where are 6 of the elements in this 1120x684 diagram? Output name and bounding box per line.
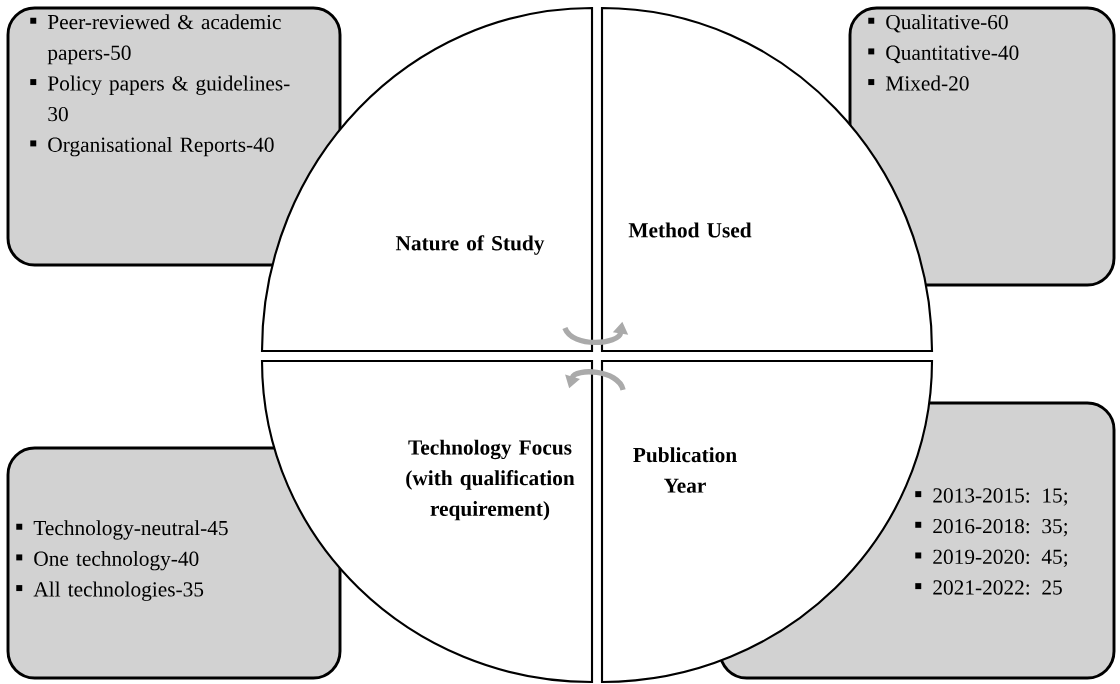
info-box [6, 446, 342, 680]
list-item: All technologies-35 [16, 581, 204, 601]
list-item: One technology-40 [16, 550, 199, 571]
cycle-arrow [565, 369, 626, 391]
list-item: Technology-neutral-45 [16, 520, 228, 540]
info-box [6, 6, 342, 267]
